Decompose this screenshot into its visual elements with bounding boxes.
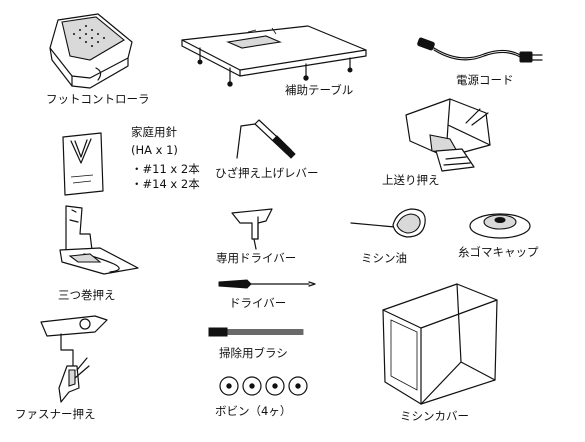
screwdriver-label: ドライバー (229, 296, 287, 310)
walking-foot: 上送り押え (370, 95, 520, 195)
extension-table-label: 補助テーブル (285, 83, 354, 97)
spool-cap: 糸ゴマキャップ (450, 200, 560, 270)
spool-cap-label: 糸ゴマキャップ (458, 245, 539, 259)
power-cord: 電源コード (400, 20, 550, 90)
machine-cover-icon (382, 283, 498, 405)
knee-lift-lever-icon (236, 119, 296, 159)
bobbins: ボビン（4ヶ） (205, 368, 325, 433)
foot-controller-label: フットコントローラ (46, 92, 150, 106)
needle-size-11: ・#11 x 2本 (131, 162, 200, 176)
zipper-foot-label: ファスナー押え (15, 407, 96, 421)
screwdriver: ドライバー (215, 270, 325, 315)
machine-cover-label: ミシンカバー (400, 409, 469, 423)
special-screwdriver-icon (231, 208, 273, 250)
needle-title: 家庭用針 (131, 125, 177, 139)
foot-controller-icon (49, 13, 133, 89)
machine-oil-label: ミシン油 (361, 251, 407, 265)
zipper-foot-icon (40, 315, 108, 403)
power-cord-label: 電源コード (456, 73, 514, 87)
walking-foot-label: 上送り押え (382, 173, 440, 187)
machine-cover: ミシンカバー (365, 270, 525, 430)
zipper-foot: ファスナー押え (15, 310, 145, 425)
cleaning-brush: 掃除用ブラシ (205, 320, 315, 365)
power-cord-icon (417, 37, 543, 63)
extension-table: 補助テーブル (170, 20, 370, 100)
knee-lift-lever-label: ひざ押え上げレバー (215, 166, 319, 180)
needle-pack: 家庭用針 (HA x 1) ・#11 x 2本 ・#14 x 2本 (55, 125, 215, 205)
bobbin-icon (219, 376, 308, 396)
oil-bottle-icon (350, 208, 426, 238)
needle-size-14: ・#14 x 2本 (131, 177, 200, 191)
hemmer-foot: 三つ巻押え (30, 200, 150, 305)
spool-cap-icon (469, 213, 531, 239)
cleaning-brush-icon (208, 327, 304, 337)
hemmer-foot-label: 三つ巻押え (58, 288, 116, 302)
walking-foot-icon (405, 98, 491, 172)
special-screwdriver: 専用ドライバー (210, 195, 310, 270)
machine-oil: ミシン油 (345, 205, 455, 270)
foot-controller: フットコントローラ (0, 0, 150, 110)
screwdriver-icon (218, 279, 316, 289)
bobbins-label: ボビン（4ヶ） (215, 404, 292, 418)
extension-table-icon (181, 25, 367, 87)
cleaning-brush-label: 掃除用ブラシ (219, 346, 288, 360)
special-screwdriver-label: 専用ドライバー (216, 251, 297, 265)
needle-type: (HA x 1) (131, 143, 178, 157)
knee-lift-lever: ひざ押え上げレバー (205, 110, 335, 190)
needle-pack-icon (62, 132, 104, 196)
hemmer-foot-icon (59, 205, 139, 275)
